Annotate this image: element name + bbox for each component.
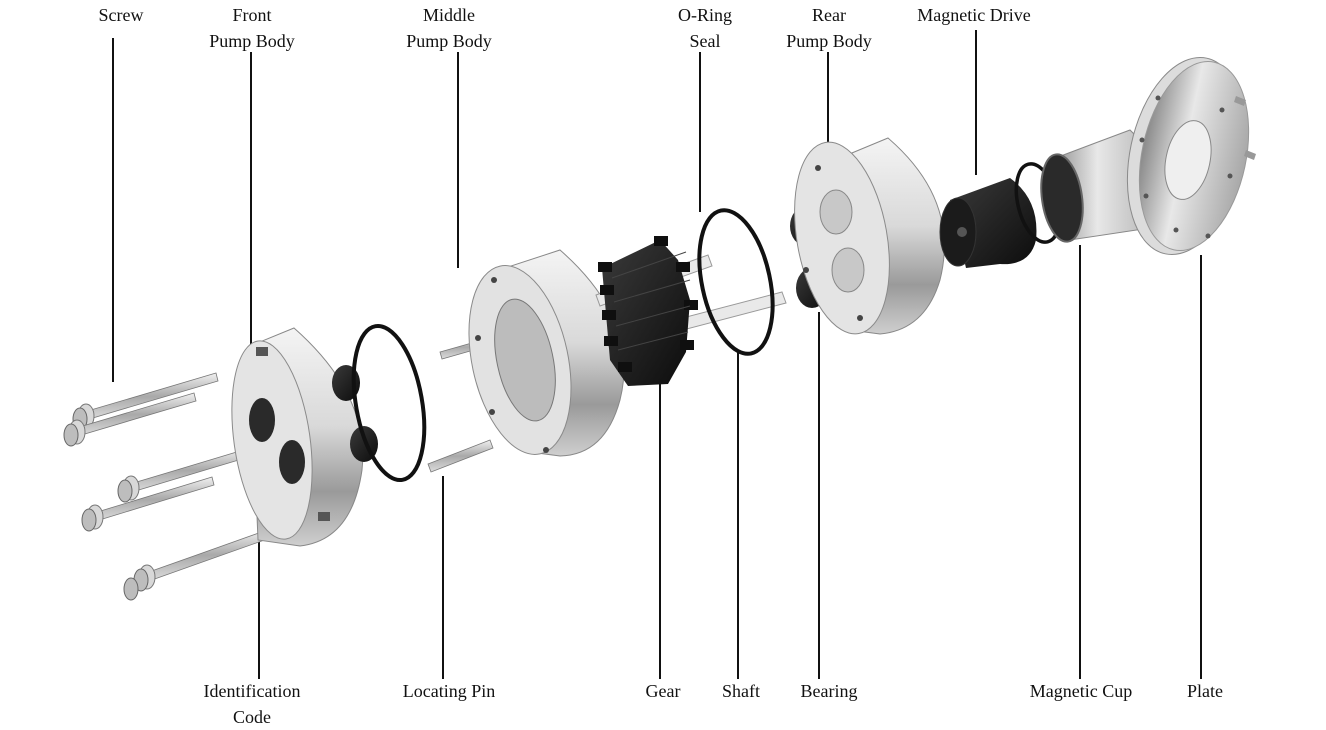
label-line: Pump Body	[786, 31, 872, 51]
label-shaft: Shaft	[722, 678, 760, 704]
screw-5	[123, 528, 274, 601]
label-locating-pin: Locating Pin	[403, 678, 496, 704]
label-line: Gear	[645, 681, 681, 701]
magnetic-drive-part	[939, 178, 1037, 268]
label-line: Magnetic Cup	[1029, 681, 1133, 701]
screw-1	[72, 372, 219, 431]
label-line: Code	[233, 707, 271, 727]
leader-lines	[112, 30, 1202, 679]
label-line: O-Ring	[678, 5, 732, 25]
o-ring-right	[697, 208, 775, 356]
label-plate: Plate	[1187, 678, 1223, 704]
label-magnetic-cup: Magnetic Cup	[1030, 678, 1132, 704]
label-magnetic-drive: Magnetic Drive	[917, 2, 1030, 28]
o-ring-left	[351, 323, 427, 483]
label-line: Middle	[423, 5, 475, 25]
label-line: Plate	[1187, 681, 1223, 701]
label-line: Identification	[203, 681, 301, 701]
screw-2	[63, 392, 197, 447]
label-line: Magnetic Drive	[917, 5, 1031, 25]
label-line: Bearing	[800, 681, 858, 701]
label-line: Rear	[812, 5, 846, 25]
middle-pump-body-part	[468, 249, 625, 457]
label-line: Shaft	[722, 681, 760, 701]
screws	[63, 372, 274, 601]
label-line: Locating Pin	[402, 681, 496, 701]
front-pump-body-part	[231, 327, 364, 547]
plate-part	[1126, 56, 1256, 256]
gear-part	[598, 236, 698, 386]
label-screw: Screw	[99, 2, 144, 28]
label-bearing: Bearing	[801, 678, 858, 704]
label-gear: Gear	[646, 678, 681, 704]
rear-pump-body-part	[794, 137, 945, 335]
screw-4	[81, 476, 215, 532]
label-line: Pump Body	[209, 31, 295, 51]
label-line: Front	[232, 5, 272, 25]
label-line: Screw	[98, 5, 144, 25]
label-line: Pump Body	[406, 31, 492, 51]
label-line: Seal	[689, 31, 721, 51]
